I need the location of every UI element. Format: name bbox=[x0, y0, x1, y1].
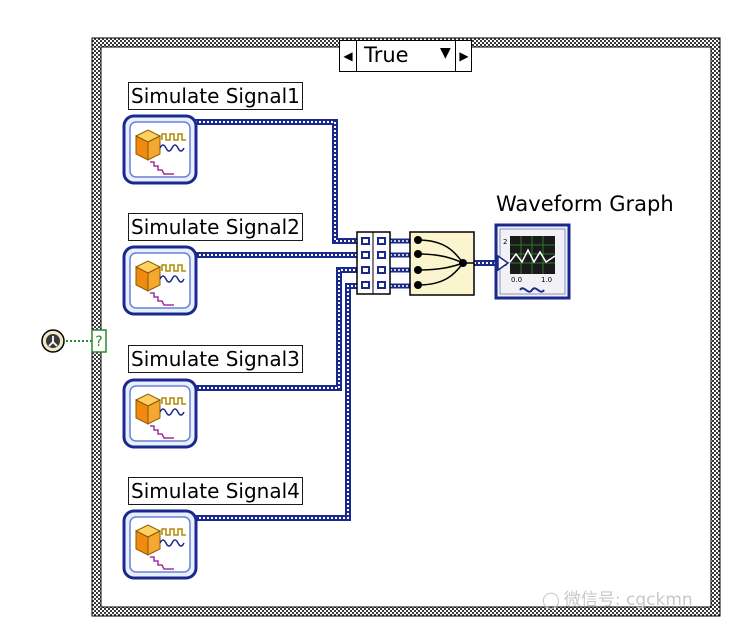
increment-arrow-icon[interactable]: ▶ bbox=[459, 49, 469, 63]
simulate-signal-3-label[interactable]: Simulate Signal3 bbox=[128, 345, 303, 373]
wechat-icon: ◯ bbox=[542, 590, 560, 609]
watermark: ◯微信号: cgckmn bbox=[542, 585, 693, 610]
build-array-node[interactable] bbox=[356, 231, 391, 295]
wire-signal4 bbox=[195, 283, 357, 521]
simulate-signal-1-label[interactable]: Simulate Signal1 bbox=[128, 82, 303, 110]
watermark-text: 微信号: cgckmn bbox=[563, 590, 693, 610]
svg-text:?: ? bbox=[95, 334, 102, 350]
svg-text:0.0: 0.0 bbox=[511, 276, 522, 284]
waveform-graph-label[interactable]: Waveform Graph bbox=[496, 192, 674, 216]
wire-array-to-merge bbox=[390, 238, 410, 289]
chevron-down-icon[interactable]: ▼ bbox=[440, 45, 451, 61]
simulate-signal-vi-icon[interactable] bbox=[122, 378, 198, 449]
wire-signal3 bbox=[195, 267, 357, 391]
svg-text:1.0: 1.0 bbox=[541, 276, 552, 284]
wire-signal1 bbox=[195, 119, 357, 244]
simulate-signal-4-label[interactable]: Simulate Signal4 bbox=[128, 477, 303, 505]
merge-signals-node[interactable] bbox=[409, 231, 475, 296]
waveform-graph-terminal[interactable]: 2 0 0.0 1.0 bbox=[494, 223, 571, 300]
decrement-arrow-icon[interactable]: ◀ bbox=[343, 49, 353, 63]
selector-divider bbox=[455, 41, 456, 71]
selector-divider bbox=[356, 41, 357, 71]
wires bbox=[66, 119, 496, 521]
simulate-signal-2-label[interactable]: Simulate Signal2 bbox=[128, 213, 303, 241]
svg-text:2: 2 bbox=[503, 238, 507, 246]
case-value: True bbox=[364, 43, 409, 67]
simulate-signal-vi-icon[interactable] bbox=[122, 509, 198, 580]
selector-terminal[interactable]: ? bbox=[91, 329, 107, 353]
simulate-signal-vi-icon[interactable] bbox=[122, 114, 198, 185]
case-selector[interactable]: ◀ True ▼ ▶ bbox=[339, 40, 472, 72]
simulate-signal-vi-icon[interactable] bbox=[122, 245, 198, 316]
loop-condition-icon[interactable] bbox=[41, 329, 65, 353]
